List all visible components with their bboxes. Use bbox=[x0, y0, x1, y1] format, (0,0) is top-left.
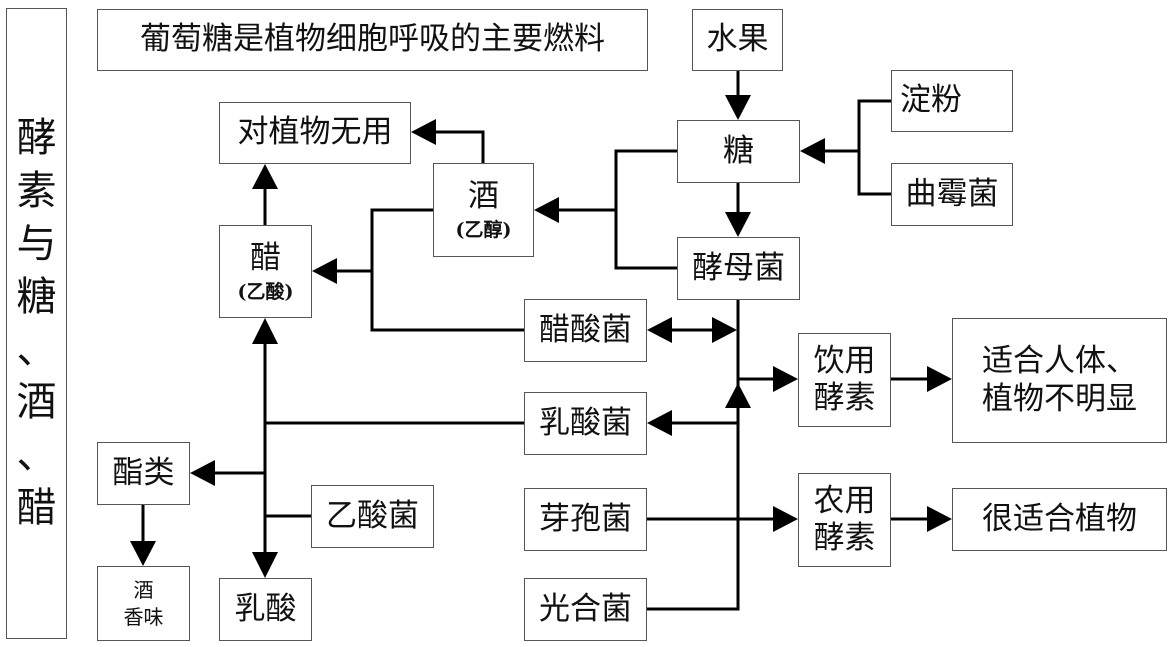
node-label: 香味 bbox=[123, 604, 164, 629]
node-label: 水果 bbox=[706, 21, 769, 58]
arrowhead bbox=[252, 164, 278, 189]
node-yeast: 酵母菌 bbox=[677, 237, 800, 300]
arrowhead bbox=[411, 119, 436, 145]
node-sublabel: (乙醇) bbox=[455, 219, 512, 242]
side-title: 酵 素 与 糖 、 酒 、 醋 bbox=[6, 8, 67, 639]
node-suitable-human: 适合人体、 植物不明显 bbox=[952, 318, 1167, 443]
node-label: 适合人体、 bbox=[982, 343, 1137, 380]
node-agri-enzyme: 农用 酵素 bbox=[798, 473, 891, 567]
node-sublabel: (乙酸) bbox=[237, 280, 294, 303]
node-label: 乳酸 bbox=[234, 590, 297, 627]
side-title-char: 酵 bbox=[16, 115, 57, 162]
node-label: 饮用 bbox=[813, 342, 876, 379]
node-photosynthetic-bacteria: 光合菌 bbox=[524, 578, 647, 641]
node-label: 酵母菌 bbox=[692, 249, 785, 286]
node-acetobacter: 醋酸菌 bbox=[524, 299, 647, 362]
node-bacillus: 芽孢菌 bbox=[524, 488, 647, 551]
side-title-char: 素 bbox=[16, 168, 57, 215]
node-aspergillus: 曲霉菌 bbox=[891, 163, 1013, 226]
node-wine-aroma: 酒 香味 bbox=[97, 566, 190, 641]
arrowhead bbox=[534, 197, 559, 223]
node-label: 醋酸菌 bbox=[539, 311, 632, 348]
node-label: 酵素 bbox=[813, 380, 876, 416]
arrowhead bbox=[725, 383, 751, 408]
side-title-char: 与 bbox=[16, 220, 57, 267]
node-starch: 淀粉 bbox=[891, 70, 1013, 132]
header-note: 葡萄糖是植物细胞呼吸的主要燃料 bbox=[97, 9, 648, 71]
arrowhead bbox=[800, 138, 825, 164]
node-acetic-bacteria: 乙酸菌 bbox=[311, 485, 434, 548]
node-label: 曲霉菌 bbox=[905, 175, 999, 212]
node-wine: 酒 (乙醇) bbox=[433, 163, 534, 257]
arrowhead bbox=[252, 552, 278, 578]
trunk-right bbox=[646, 299, 740, 611]
node-lactobacillus: 乳酸菌 bbox=[524, 392, 647, 455]
node-label: 农用 bbox=[813, 482, 876, 519]
side-title-char: 酒 bbox=[16, 379, 57, 426]
arrowhead bbox=[647, 317, 672, 343]
side-title-char: 糖 bbox=[16, 273, 57, 320]
arrow-wine-to-useless bbox=[436, 130, 485, 163]
node-label: 芽孢菌 bbox=[539, 500, 632, 537]
node-lactic-acid: 乳酸 bbox=[219, 578, 312, 641]
node-label: 对植物无用 bbox=[237, 114, 393, 151]
node-label: 糖 bbox=[723, 132, 754, 169]
node-suitable-plants: 很适合植物 bbox=[952, 488, 1167, 551]
arrowhead bbox=[927, 366, 952, 392]
node-label: 醋 bbox=[250, 239, 281, 276]
connector-sugar-yeast bbox=[614, 149, 677, 270]
arrowhead bbox=[647, 410, 672, 436]
node-label: 酒 bbox=[468, 178, 499, 214]
node-label: 很适合植物 bbox=[982, 500, 1137, 537]
node-label: 乳酸菌 bbox=[539, 404, 632, 441]
node-label: 光合菌 bbox=[539, 590, 632, 627]
arrowhead bbox=[712, 317, 737, 343]
header-note-text: 葡萄糖是植物细胞呼吸的主要燃料 bbox=[140, 21, 605, 58]
node-sugar: 糖 bbox=[677, 120, 800, 183]
node-esters: 酯类 bbox=[97, 442, 190, 505]
arrowhead bbox=[773, 506, 798, 532]
arrowhead bbox=[927, 506, 952, 532]
arrowhead bbox=[725, 95, 751, 120]
node-label: 植物不明显 bbox=[982, 380, 1137, 417]
arrowhead bbox=[312, 258, 337, 284]
side-title-char: 醋 bbox=[16, 484, 57, 531]
connector-starch-aspergillus bbox=[857, 99, 891, 196]
arrowhead bbox=[190, 460, 215, 486]
node-vinegar: 醋 (乙酸) bbox=[219, 225, 312, 318]
node-label: 酒 bbox=[133, 577, 154, 602]
node-drink-enzyme: 饮用 酵素 bbox=[798, 333, 891, 427]
arrowhead bbox=[130, 541, 156, 566]
arrowhead bbox=[252, 318, 278, 344]
node-label: 酯类 bbox=[112, 454, 175, 491]
node-label: 淀粉 bbox=[900, 82, 962, 119]
node-label: 乙酸菌 bbox=[326, 497, 419, 534]
node-useless-for-plants: 对植物无用 bbox=[219, 102, 411, 164]
side-title-char: 、 bbox=[16, 432, 57, 479]
arrowhead bbox=[725, 212, 751, 237]
node-label: 酵素 bbox=[813, 520, 876, 556]
arrowhead bbox=[773, 366, 798, 392]
node-fruit: 水果 bbox=[692, 9, 783, 71]
side-title-char: 、 bbox=[16, 326, 57, 373]
